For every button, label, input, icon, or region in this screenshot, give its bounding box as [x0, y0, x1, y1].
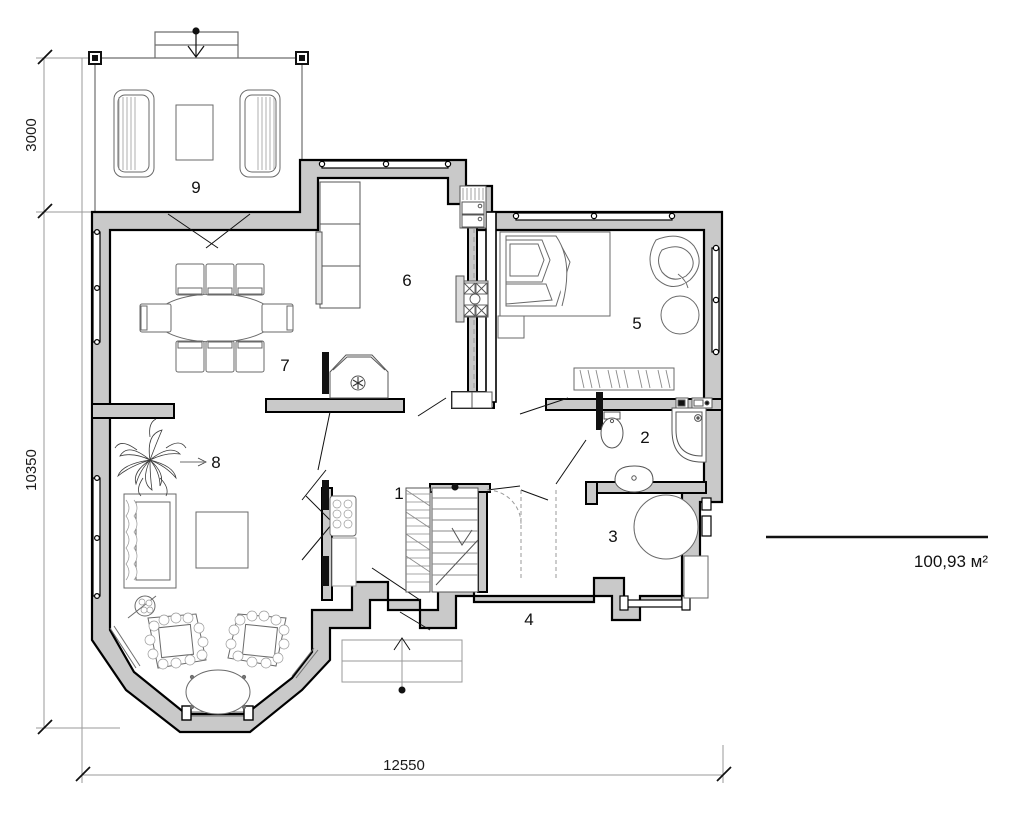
corner-shower: [671, 407, 707, 463]
entrance-steps: [341, 637, 463, 694]
dimension-bottom-horizontal: 12550: [383, 757, 425, 774]
potted-plant: [114, 418, 207, 497]
terrace-post-cores: [92, 55, 305, 61]
dining-table: [154, 293, 276, 343]
kitchen-fittings: [315, 181, 493, 409]
dimension-tick-marks: [37, 49, 732, 782]
room-number-5: 5: [632, 314, 641, 333]
sink-basin: [614, 465, 654, 493]
living-room-furniture: [123, 493, 290, 715]
dining-chairs: [139, 263, 294, 373]
bay-window-mullions: [181, 705, 254, 721]
bed-linen: [505, 235, 571, 307]
dimension-lines: [36, 57, 724, 783]
dining-set: [139, 263, 294, 373]
coffee-table: [195, 511, 249, 569]
room-number-4: 4: [524, 610, 533, 629]
room-number-8: 8: [211, 453, 220, 472]
lounge-chair-left: [113, 89, 155, 178]
toilet: [600, 411, 624, 449]
room-number-6: 6: [402, 271, 411, 290]
door-leaves: [322, 352, 603, 586]
sofa: [123, 493, 177, 589]
armchair-left: [144, 612, 209, 670]
room-number-9: 9: [191, 178, 200, 197]
area-label: 100,93 м²: [914, 552, 988, 571]
bedroom-armchair: [649, 235, 700, 289]
bathroom-fixtures: [600, 397, 713, 493]
dimension-left-vertical: 10350: [23, 449, 40, 491]
armchair-right: [225, 610, 290, 669]
terrace-entry-arrow: [187, 27, 205, 59]
lounge-chair-right: [239, 89, 281, 178]
utility-cabinet: [683, 555, 709, 599]
terrace-furniture: [113, 89, 281, 178]
stool: [127, 595, 157, 619]
door-swings: [167, 213, 587, 631]
bedroom-furniture: [497, 231, 700, 391]
utility-round-table: [633, 494, 699, 560]
dimension-top-left-vertical: 3000: [23, 118, 40, 151]
room-number-2: 2: [640, 428, 649, 447]
fireplace: [329, 354, 389, 399]
bay-window-glazing: [109, 625, 319, 717]
room-number-3: 3: [608, 527, 617, 546]
room-number-7: 7: [280, 356, 289, 375]
room-number-1: 1: [394, 484, 403, 503]
windows: [92, 160, 720, 611]
utility-fixtures: [633, 494, 709, 599]
nightstand: [497, 315, 525, 339]
staircase: [405, 483, 479, 593]
bedroom-round-table: [660, 295, 700, 335]
terrace-table: [175, 104, 214, 161]
hall-bench: [329, 495, 357, 587]
bay-round-table: [185, 669, 251, 715]
